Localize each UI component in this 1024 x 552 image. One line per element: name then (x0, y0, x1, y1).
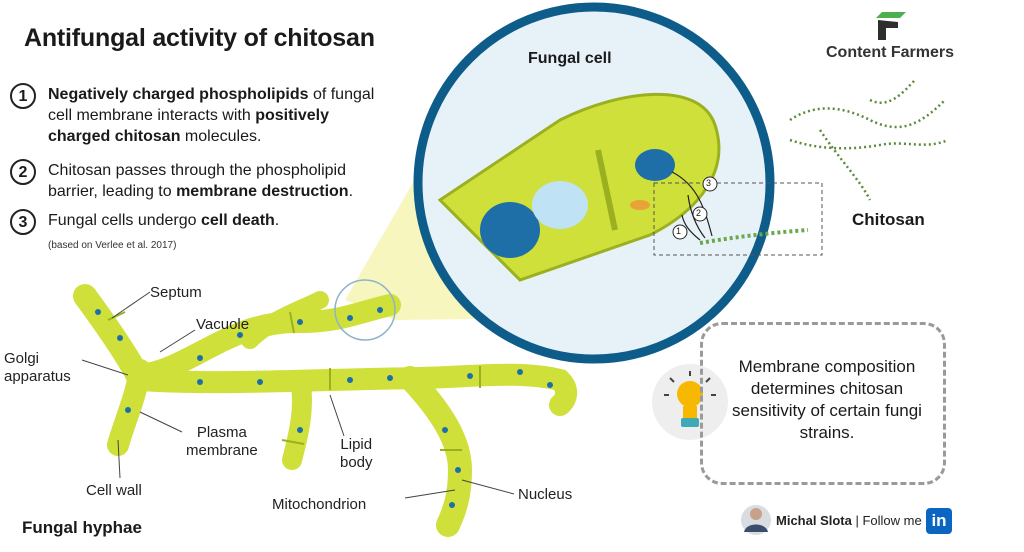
label-nucleus: Nucleus (518, 486, 573, 503)
label-plasma-membrane: Plasma membrane (186, 424, 258, 459)
label-mitochondrion: Mitochondrion (272, 496, 367, 513)
step-2: 2 Chitosan passes through the phospholip… (10, 159, 390, 202)
label-golgi: Golgi apparatus (4, 350, 71, 385)
step-text-1: Negatively charged phospholipids of fung… (48, 86, 375, 145)
label-septum: Septum (150, 284, 202, 301)
label-vacuole: Vacuole (196, 316, 250, 333)
zoom-source-circle (334, 279, 396, 341)
step-text-3: Fungal cells undergo cell death. (48, 212, 280, 229)
zoom-title: Fungal cell (528, 50, 612, 67)
step-1: 1 Negatively charged phospholipids of fu… (10, 83, 390, 147)
content-farmers-logo (876, 12, 906, 40)
callout-box (700, 322, 946, 485)
zoom-marker-label-1: 1 (676, 226, 682, 236)
step-number-2: 2 (10, 159, 36, 185)
marker-1 (672, 224, 688, 240)
label-lipid-body: Lipid body (340, 436, 373, 471)
author-credit: Michal Slota | Follow me on (776, 513, 940, 528)
lightbulb-graphic (652, 364, 728, 440)
leader-lines (81, 291, 515, 499)
chitosan-label: Chitosan (852, 210, 925, 229)
marker-3 (702, 176, 718, 192)
chitosan-molecule (789, 79, 949, 201)
label-cell-wall: Cell wall (86, 482, 142, 499)
hyphae-organelles (95, 307, 553, 508)
callout-text: Membrane composition determines chitosan… (732, 357, 922, 442)
zoomed-cell (437, 92, 721, 282)
hyphae-septa (107, 311, 481, 451)
step-3: 3 Fungal cells undergo cell death. (10, 209, 390, 235)
linkedin-icon[interactable]: in (926, 508, 952, 534)
source-citation: (based on Verlee et al. 2017) (48, 240, 177, 251)
step-number-1: 1 (10, 83, 36, 109)
brand-name: Content Farmers (826, 44, 955, 61)
author-avatar (741, 505, 771, 535)
marker-2 (692, 206, 708, 222)
step-number-3: 3 (10, 209, 36, 235)
membrane-detail-box (653, 182, 823, 256)
hyphae-caption: Fungal hyphae (22, 518, 142, 537)
page-title: Antifungal activity of chitosan (24, 24, 375, 52)
fungal-hyphae (73, 284, 577, 537)
zoom-marker-label-2: 2 (696, 208, 702, 218)
chitosan-strand-zoom (699, 228, 809, 245)
step-text-2: Chitosan passes through the phospholipid… (48, 162, 354, 200)
zoom-marker-label-3: 3 (706, 178, 712, 188)
